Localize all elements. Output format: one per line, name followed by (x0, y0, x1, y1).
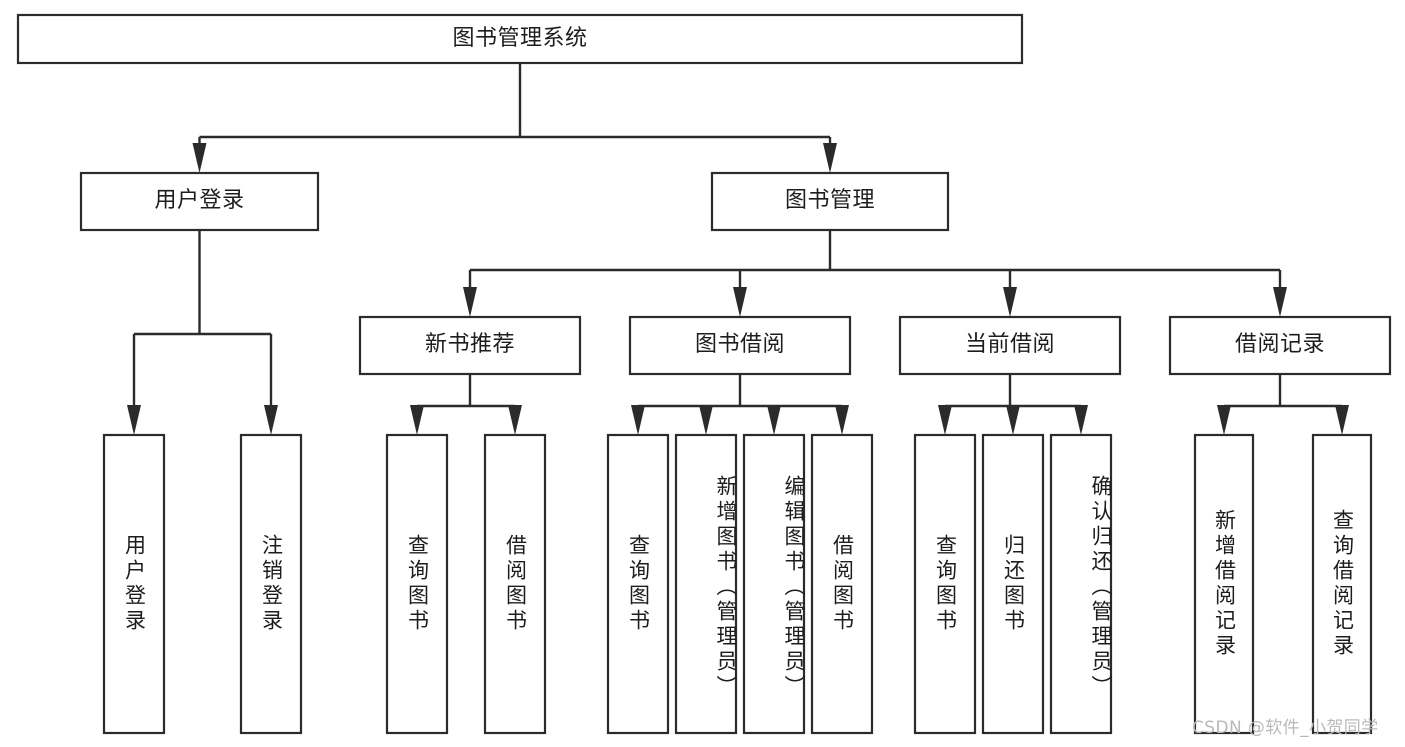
conn-borrow-record-child-0-arrow (1217, 405, 1231, 435)
conn-user-login-child-0-arrow (127, 405, 141, 435)
connector-layer (127, 63, 1349, 435)
conn-root-child-0-arrow (192, 143, 207, 173)
conn-root-child-1-arrow (823, 143, 837, 173)
conn-book-manage-child-3-arrow (1273, 287, 1287, 317)
conn-new-book-recommend-child-1-arrow (508, 405, 522, 435)
node-box-borrow-record[interactable] (1168, 315, 1392, 376)
conn-current-borrow-child-1-arrow (1006, 405, 1020, 435)
node-box-leaf-query-book-current[interactable] (913, 433, 977, 735)
node-box-leaf-add-borrow-record[interactable] (1193, 433, 1255, 735)
conn-book-borrow-child-1-arrow (699, 405, 713, 435)
node-box-leaf-return-book[interactable] (981, 433, 1045, 735)
node-box-user-login[interactable] (79, 171, 320, 232)
box-layer (16, 13, 1392, 735)
node-box-book-manage[interactable] (710, 171, 950, 232)
node-box-new-book-recommend[interactable] (358, 315, 582, 376)
node-box-leaf-borrow-book-recommend[interactable] (483, 433, 547, 735)
node-box-leaf-user-logout[interactable] (239, 433, 303, 735)
node-box-leaf-query-book-recommend[interactable] (385, 433, 449, 735)
conn-book-borrow-child-0-arrow (631, 405, 645, 435)
node-box-leaf-edit-book-admin[interactable] (742, 433, 806, 735)
node-box-current-borrow[interactable] (898, 315, 1122, 376)
conn-book-borrow-child-2-arrow (767, 405, 781, 435)
node-box-root[interactable] (16, 13, 1024, 65)
conn-new-book-recommend-child-0-arrow (410, 405, 424, 435)
conn-book-manage-child-2-arrow (1003, 287, 1017, 317)
node-box-leaf-user-login[interactable] (102, 433, 166, 735)
csdn-watermark: CSDN @软件_小贺同学 (1192, 718, 1379, 738)
node-box-leaf-query-book[interactable] (606, 433, 670, 735)
conn-book-manage-child-0-arrow (463, 287, 477, 317)
conn-borrow-record-child-1-arrow (1335, 405, 1349, 435)
conn-current-borrow-child-0-arrow (938, 405, 952, 435)
conn-book-borrow-child-3-arrow (835, 405, 849, 435)
conn-book-manage-child-1-arrow (733, 287, 747, 317)
conn-current-borrow-child-2-arrow (1074, 405, 1088, 435)
node-box-leaf-borrow-book[interactable] (810, 433, 874, 735)
conn-user-login-child-1-arrow (264, 405, 278, 435)
node-box-leaf-confirm-return-admin[interactable] (1049, 433, 1113, 735)
node-box-leaf-add-book-admin[interactable] (674, 433, 738, 735)
node-box-leaf-query-borrow-record[interactable] (1311, 433, 1373, 735)
node-box-book-borrow[interactable] (628, 315, 852, 376)
